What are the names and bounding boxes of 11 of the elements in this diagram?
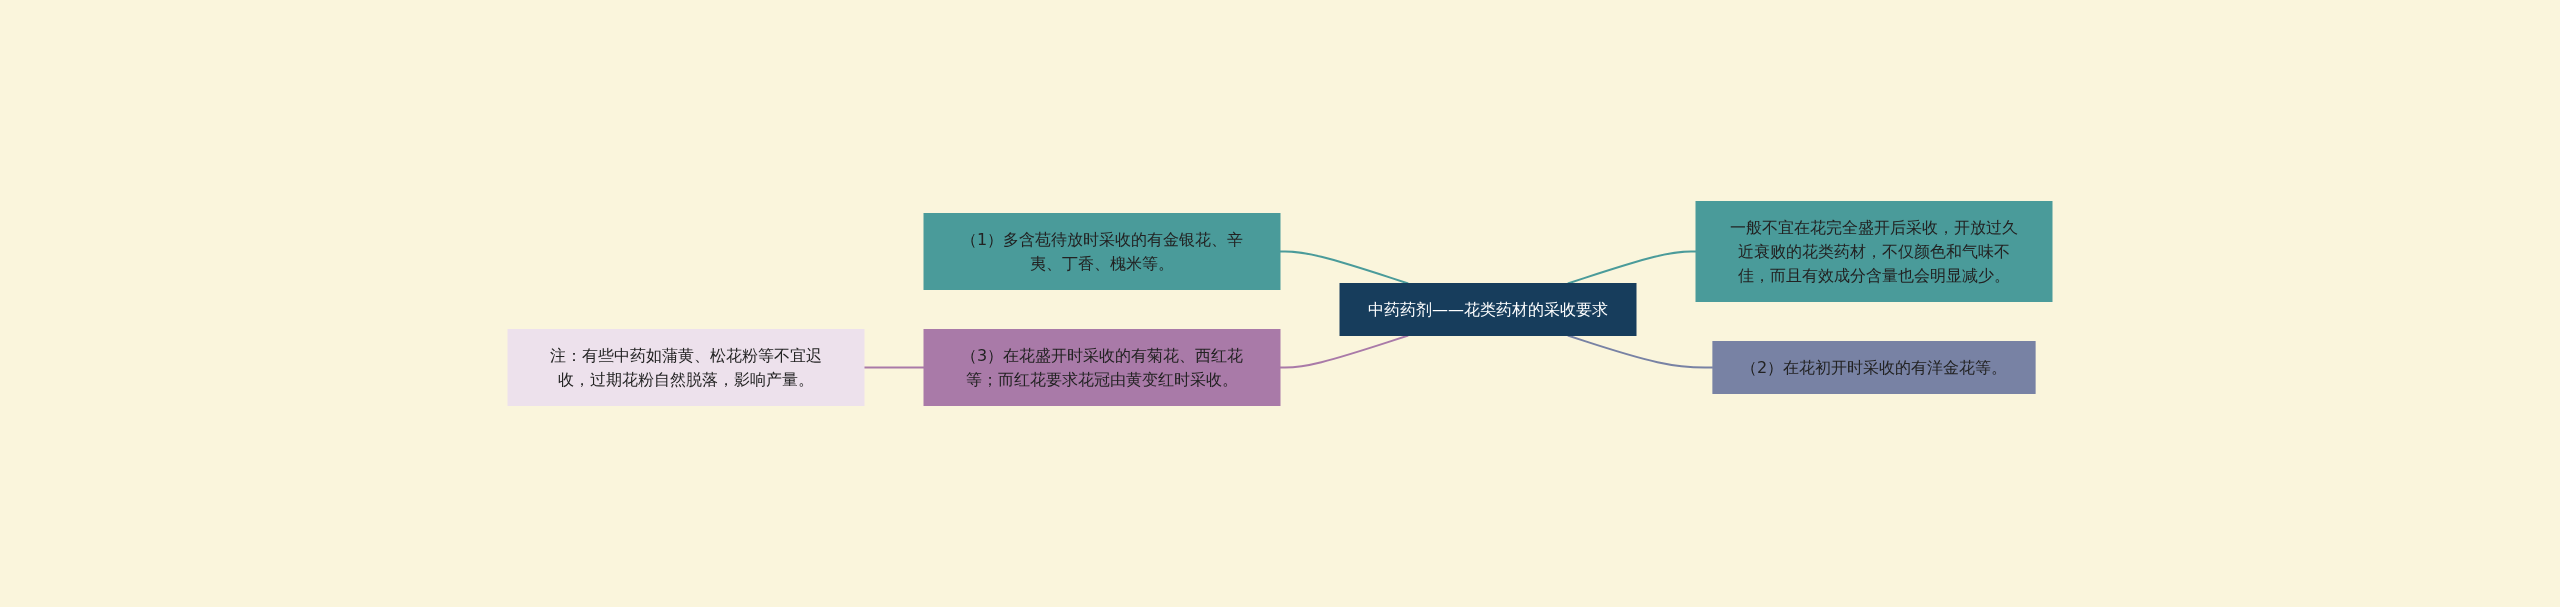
node-box: （3）在花盛开时采收的有菊花、西红花等；而红花要求花冠由黄变红时采收。 <box>923 329 1281 406</box>
node-box: （2）在花初开时采收的有洋金花等。 <box>1712 341 2036 394</box>
connector <box>1566 250 1697 285</box>
connector <box>1566 334 1714 369</box>
connector <box>863 366 925 369</box>
connector <box>1279 334 1410 369</box>
node-box: 注：有些中药如蒲黄、松花粉等不宜迟收，过期花粉自然脱落，影响产量。 <box>507 329 865 406</box>
connector <box>1279 250 1410 285</box>
node-box: 中药药剂——花类药材的采收要求 <box>1339 283 1637 336</box>
node-box: 一般不宜在花完全盛开后采收，开放过久近衰败的花类药材，不仅颜色和气味不佳，而且有效成分含量也会明显减少。 <box>1695 201 2053 302</box>
node-box: （1）多含苞待放时采收的有金银花、辛夷、丁香、槐米等。 <box>923 213 1281 290</box>
